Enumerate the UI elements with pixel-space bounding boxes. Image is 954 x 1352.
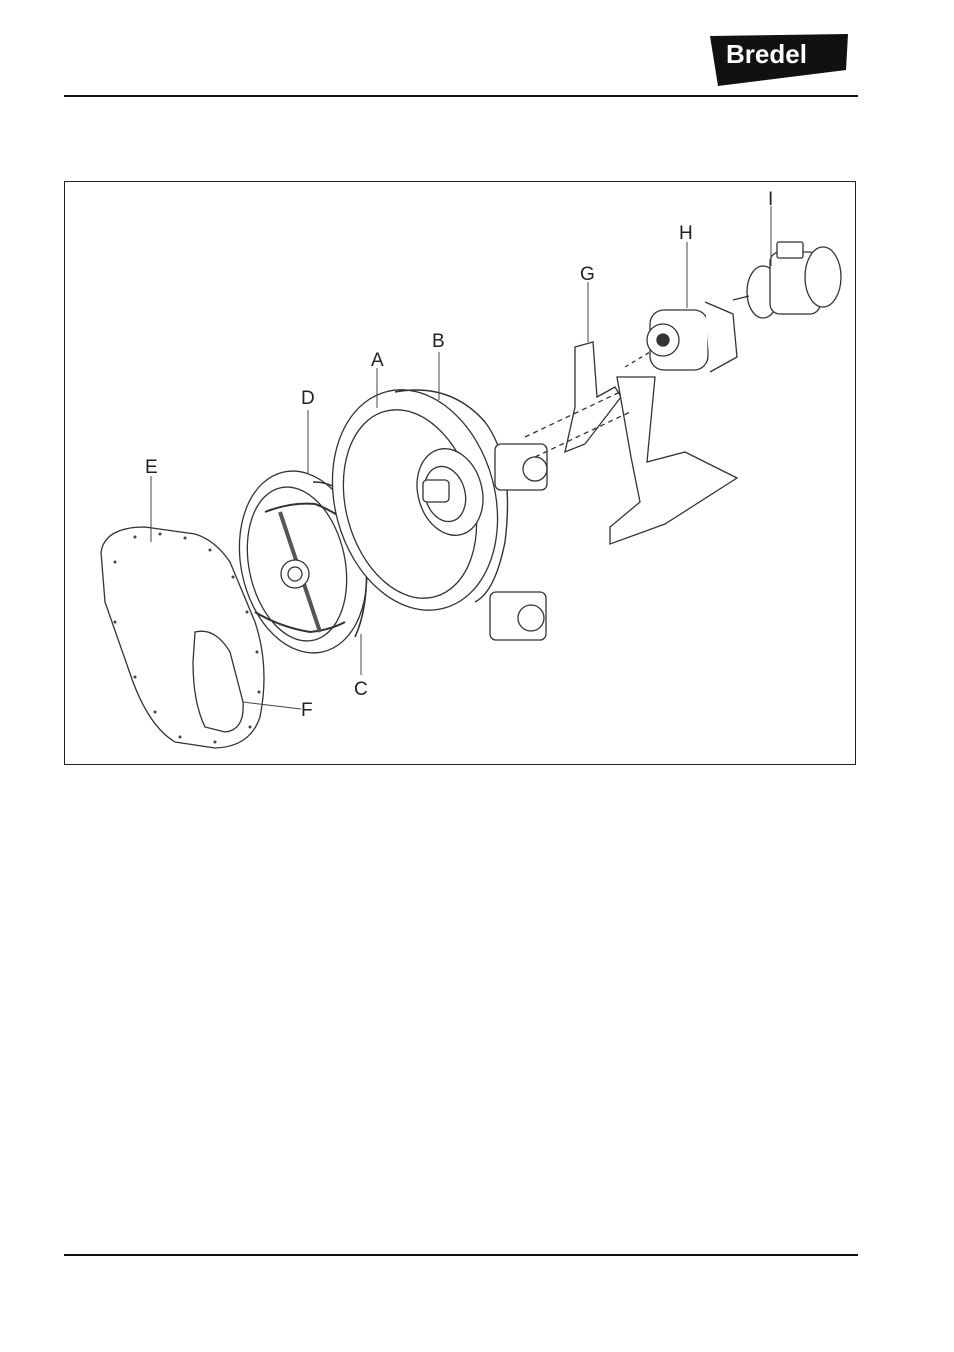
label-g: G xyxy=(580,264,595,285)
label-b: B xyxy=(432,331,445,352)
label-h: H xyxy=(679,223,693,244)
label-d: D xyxy=(301,388,315,409)
header-rule xyxy=(64,95,858,97)
support-frame-drawing xyxy=(525,342,737,544)
brand-name: Bredel xyxy=(726,39,807,69)
footer-rule xyxy=(64,1254,858,1256)
label-i: I xyxy=(768,189,773,210)
label-a: A xyxy=(371,350,384,371)
label-f: F xyxy=(301,700,313,721)
gearbox-drawing xyxy=(625,302,737,372)
label-c: C xyxy=(354,679,368,700)
motor-drawing xyxy=(733,242,841,318)
label-e: E xyxy=(145,457,158,478)
bredel-logo: Bredel xyxy=(706,32,852,90)
exploded-view-figure: E D A B G H I C F xyxy=(64,181,856,765)
